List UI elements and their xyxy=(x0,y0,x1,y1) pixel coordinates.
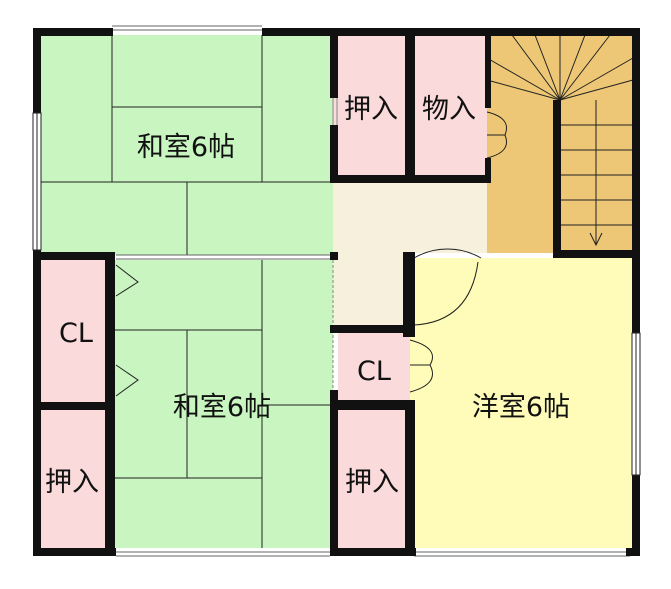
tatami-lines-lower xyxy=(112,260,333,548)
label-monoire: 物入 xyxy=(422,94,476,125)
oshiire-center-floor xyxy=(338,408,410,548)
label-washitsu-upper: 和室6帖 xyxy=(137,132,235,163)
windows xyxy=(32,112,641,476)
oshiire-upper-floor xyxy=(333,35,408,178)
label-oshiire-center: 押入 xyxy=(345,467,399,498)
label-cl-left: CL xyxy=(59,318,93,349)
cl-left-floor xyxy=(40,260,112,405)
staircase xyxy=(486,34,634,253)
label-yoshitsu: 洋室6帖 xyxy=(472,392,570,423)
label-oshiire-upper: 押入 xyxy=(344,94,398,125)
walls xyxy=(33,28,640,556)
cl-center-floor xyxy=(338,330,410,402)
monoire-floor xyxy=(412,35,487,178)
label-oshiire-left: 押入 xyxy=(45,467,99,498)
oshiire-left-floor xyxy=(40,410,112,548)
label-cl-center: CL xyxy=(357,356,391,387)
yoshitsu-floor xyxy=(410,258,633,548)
tatami-lines-upper xyxy=(40,35,333,255)
washitsu-lower-floor xyxy=(112,260,333,548)
label-washitsu-lower: 和室6帖 xyxy=(173,392,271,423)
